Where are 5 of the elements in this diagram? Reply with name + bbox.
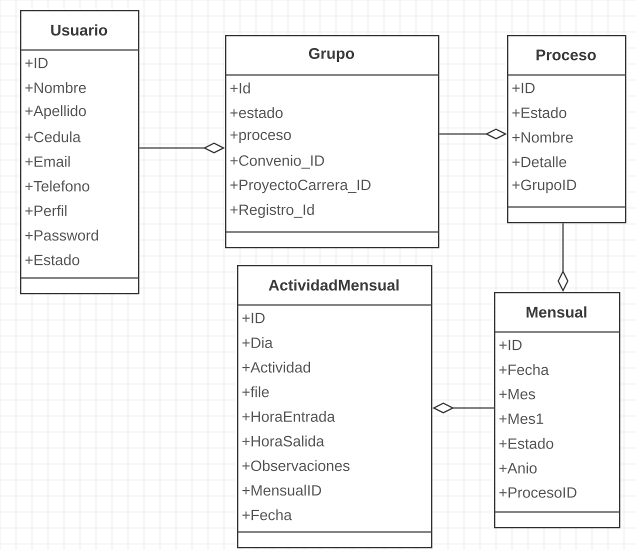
class-box: Grupo +Id +estado +proceso +Convenio_ID +ProyectoCarrera_ID +Registro_Id: [225, 35, 440, 248]
class-box: Mensual +ID +Fecha +Mes +Mes1 +Estado +Anio +ProcesoID: [494, 292, 620, 528]
class-box: Usuario +ID +Nombre +Apellido +Cedula +Email +Telefono +Perfil +Password +Estado: [20, 10, 140, 294]
class-box: Proceso +ID +Estado +Nombre +Detalle +GrupoID: [507, 35, 626, 224]
class-box: ActividadMensual +ID +Dia +Actividad +file +HoraEntrada +HoraSalida +Observaciones +MensualID +Fecha: [237, 265, 432, 548]
